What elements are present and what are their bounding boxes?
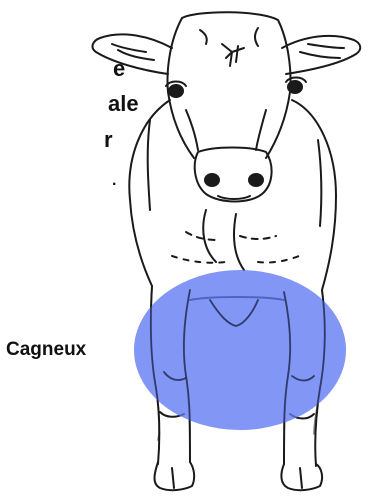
right-eye — [288, 81, 302, 93]
left-eye — [169, 85, 183, 97]
body-right — [292, 100, 336, 290]
cagneux-label: Cagneux — [6, 339, 86, 361]
knee-highlight-ellipse — [134, 270, 346, 430]
left-ear — [93, 34, 172, 74]
right-ear — [282, 36, 360, 74]
right-nostril — [249, 174, 263, 186]
left-nostril — [205, 174, 219, 186]
head-right — [182, 12, 291, 158]
